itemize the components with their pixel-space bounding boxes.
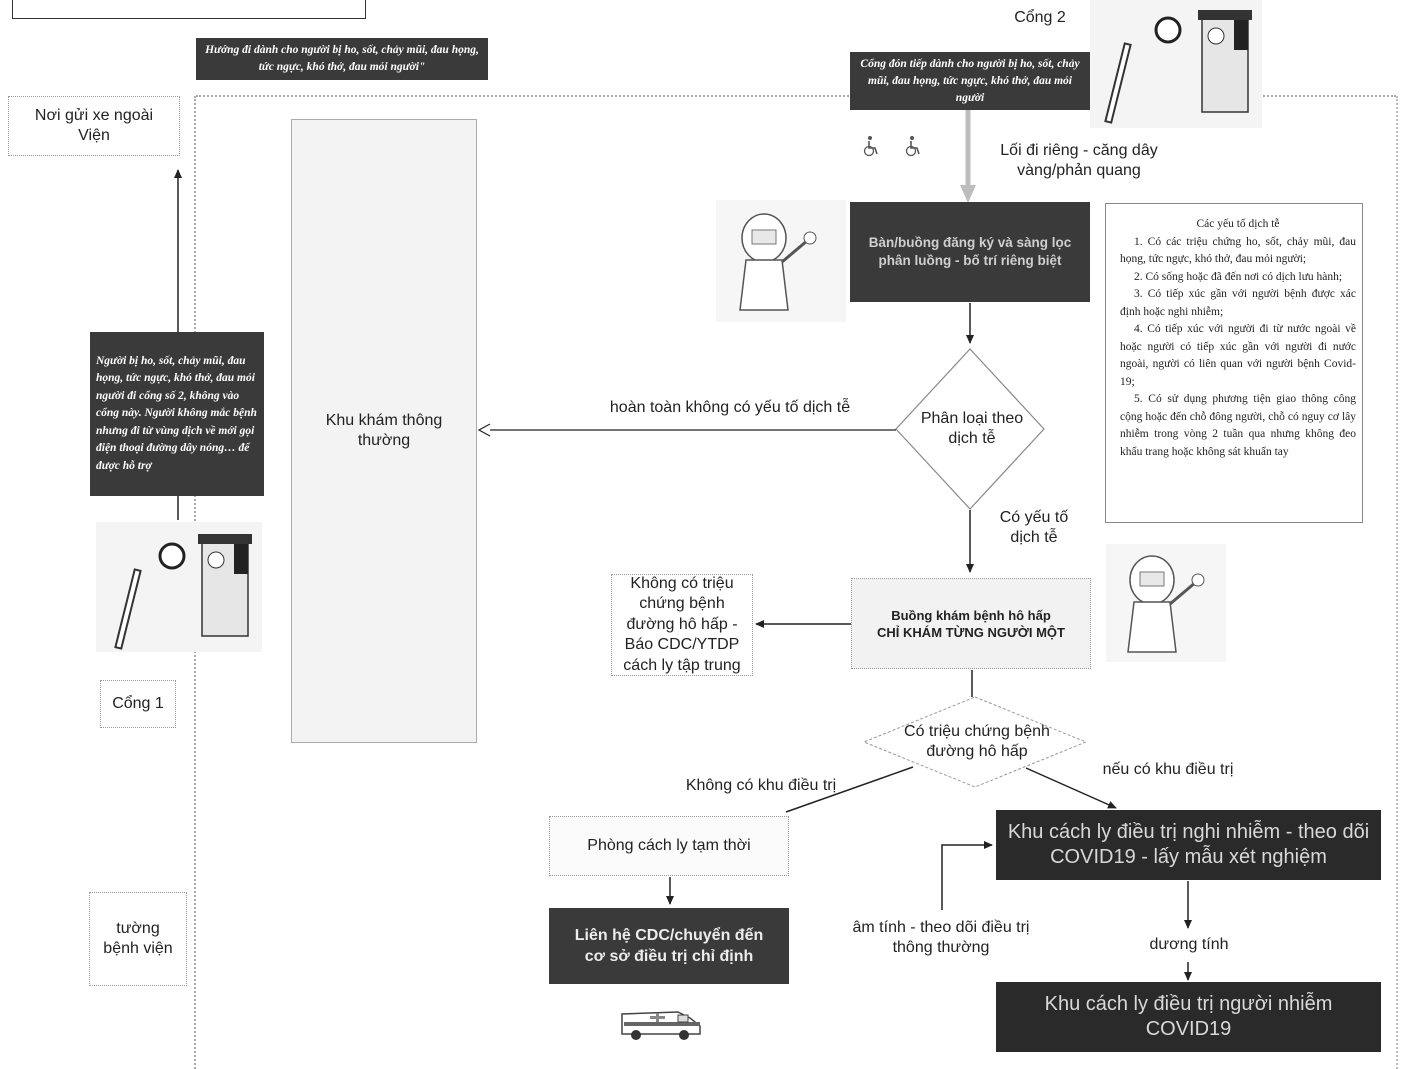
criteria-item: 2. Có sống hoặc đã đến nơi có dịch lưu h… <box>1134 270 1343 283</box>
wheelchair-icon <box>863 136 878 157</box>
negative-loop-arrow <box>941 841 993 910</box>
symptoms-to-suspected-arrow <box>1025 767 1117 809</box>
positive-label: dương tính <box>1149 936 1229 953</box>
gate1-label: Cổng 1 <box>112 695 164 712</box>
classify-diamond <box>895 348 1045 510</box>
criteria-item: 5. Có sử dụng phương tiện giao thông côn… <box>1120 393 1356 458</box>
gate2-entrance-box: Cổng đón tiếp dành cho người bị ho, sốt,… <box>850 52 1090 110</box>
registration-booth: Bàn/buồng đăng ký và sàng lọc phân luồng… <box>850 202 1090 302</box>
negative-label: âm tính - theo dõi điều trị thông thường <box>852 919 1030 956</box>
contact-cdc-box: Liên hệ CDC/chuyển đến cơ sở điều trị ch… <box>549 908 789 984</box>
gate1-box: Cổng 1 <box>100 680 176 728</box>
health-worker-icon <box>716 200 846 322</box>
temp-isolation-label: Phòng cách ly tạm thời <box>587 837 751 854</box>
ambulance-icon <box>621 1011 701 1040</box>
health-worker-icon <box>1106 544 1226 662</box>
criteria-item: 3. Có tiếp xúc gần với người bệnh được x… <box>1120 288 1356 318</box>
direction-note: Hướng đi dành cho người bị ho, sốt, chảy… <box>205 44 479 73</box>
criteria-item: 1. Có các triệu chứng ho, sốt, chảy mũi,… <box>1120 235 1356 266</box>
suspected-isolation-label: Khu cách ly điều trị nghi nhiễm - theo d… <box>1007 821 1370 868</box>
temp-isolation-box: Phòng cách ly tạm thời <box>549 816 789 876</box>
gate2-label: Cổng 2 <box>1014 9 1066 26</box>
resp-exam-title: Buồng khám bệnh hô hấp <box>891 607 1051 623</box>
guard-booth-icon <box>96 522 262 652</box>
resp-exam-box: Buồng khám bệnh hô hấp CHỈ KHÁM TỪNG NGƯ… <box>851 578 1091 669</box>
parking-box: Nơi gửi xe ngoài Viện <box>8 96 180 156</box>
epi-criteria-box: Các yếu tố dịch tễ 1. Có các triệu chứng… <box>1105 203 1363 523</box>
criteria-title: Các yếu tố dịch tễ <box>1196 218 1280 230</box>
resp-exam-subtitle: CHỈ KHÁM TỪNG NGƯỜI MỘT <box>877 624 1065 640</box>
gate1-note: Người bị ho, sốt, chảy mũi, đau họng, tứ… <box>96 354 257 472</box>
confirmed-isolation-box: Khu cách ly điều trị người nhiễm COVID19 <box>996 982 1381 1052</box>
private-path-label: Lối đi riêng - căng dây vàng/phản quang <box>1000 142 1158 179</box>
guard-booth-icon <box>1090 0 1262 128</box>
symptoms-label: Có triệu chứng bệnh đường hô hấp <box>904 723 1050 760</box>
hospital-wall-right <box>1396 96 1398 1069</box>
wall-box: tường bệnh viện <box>89 892 187 986</box>
gate1-note-box: Người bị ho, sốt, chảy mũi, đau họng, tứ… <box>90 332 264 496</box>
has-epi-factor-label: Có yếu tố dịch tễ <box>999 509 1069 546</box>
suspected-isolation-box: Khu cách ly điều trị nghi nhiễm - theo d… <box>996 810 1381 880</box>
has-treatment-label: nếu có khu điều trị <box>1102 761 1234 778</box>
parking-label: Nơi gửi xe ngoài Viện <box>34 107 154 144</box>
classify-label: Phân loại theo dịch tễ <box>920 410 1024 447</box>
confirmed-isolation-label: Khu cách ly điều trị người nhiễm COVID19 <box>1044 993 1333 1040</box>
general-exam-label: Khu khám thông thường <box>325 412 443 449</box>
header-box <box>12 0 366 19</box>
no-symptoms-label: Không có triệu chứng bệnh đường hô hấp -… <box>623 574 741 674</box>
no-symptoms-box: Không có triệu chứng bệnh đường hô hấp -… <box>611 574 753 676</box>
registration-label: Bàn/buồng đăng ký và sàng lọc phân luồng… <box>868 235 1072 268</box>
hospital-wall-top <box>196 95 1396 97</box>
no-epi-factor-label: hoàn toàn không có yếu tố dịch tễ <box>609 399 851 416</box>
no-treatment-label: Không có khu điều trị <box>685 777 837 794</box>
contact-cdc-label: Liên hệ CDC/chuyển đến cơ sở điều trị ch… <box>574 927 764 965</box>
symptoms-diamond <box>862 696 1088 788</box>
wall-label: tường bệnh viện <box>103 920 173 957</box>
gate2-entrance: Cổng đón tiếp dành cho người bị ho, sốt,… <box>860 57 1080 104</box>
wheelchair-icon <box>905 136 920 157</box>
direction-note-box: Hướng đi dành cho người bị ho, sốt, chảy… <box>196 38 488 80</box>
general-exam-area: Khu khám thông thường <box>291 119 477 743</box>
criteria-item: 4. Có tiếp xúc với người đi từ nước ngoà… <box>1120 323 1356 388</box>
symptoms-to-temp-line <box>785 766 914 813</box>
